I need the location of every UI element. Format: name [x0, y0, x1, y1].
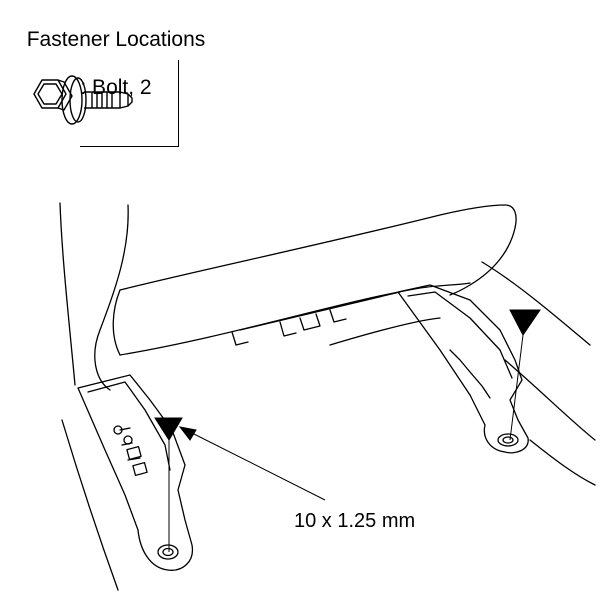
right-rail-bolt-hole-inner: [502, 436, 514, 444]
left-rail-outer: [77, 374, 194, 571]
callout-leader-line: [189, 431, 326, 501]
seat-frame-tabs: [231, 309, 347, 346]
legend-title-line1: Fastener Locations: [26, 28, 206, 51]
hex-flange-bolt-icon: [33, 75, 133, 125]
right-rail-outer: [397, 284, 529, 454]
left-rail-block-1: [126, 445, 142, 461]
mid-floor-line: [329, 317, 441, 346]
legend-border-right: [178, 60, 179, 147]
seat-cushion-edge: [112, 289, 121, 356]
seat-frame-line: [239, 291, 401, 331]
seat-frame-tabs2: [299, 313, 321, 331]
right-floor-line-3: [529, 439, 596, 486]
bolt-size-label: 10 x 1.25 mm: [294, 510, 416, 532]
left-rail-block-2: [132, 461, 148, 477]
right-floor-line-2: [504, 359, 596, 441]
left-bolt-marker-icon: [154, 417, 183, 441]
left-rail-hole-2: [123, 435, 133, 445]
right-rail-inner: [407, 291, 513, 379]
seat-cushion-lower: [119, 282, 471, 356]
left-rail-inner: [87, 381, 171, 471]
left-trim-inner: [94, 204, 129, 391]
right-floor-line-1: [481, 261, 591, 346]
left-trim-outline: [59, 202, 76, 386]
left-rail-hole-1: [113, 425, 123, 435]
left-rail-bolt-hole-inner: [162, 547, 174, 557]
seat-cushion-underside: [119, 204, 517, 296]
right-bolt-marker-icon: [509, 309, 541, 336]
fastener-legend: Fastener Locations : Bolt, 2: [0, 0, 205, 148]
left-rail-bolt-hole: [157, 544, 179, 560]
left-floor-edge: [61, 419, 119, 591]
legend-border-bottom: [80, 146, 179, 147]
callout-arrowhead-icon: [178, 426, 197, 441]
right-bolt-marker-line: [509, 334, 524, 441]
right-rail-step: [449, 349, 491, 399]
right-rail-bolt-hole: [497, 433, 519, 447]
